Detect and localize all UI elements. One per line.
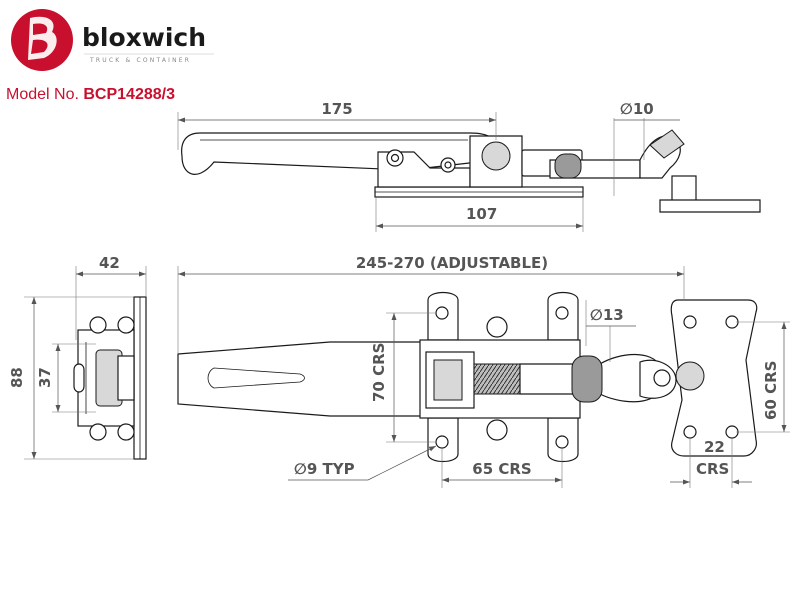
bloxwich-logo: bloxwich TRUCK & CONTAINER xyxy=(11,9,214,71)
top-view xyxy=(177,291,758,463)
dim-keeper-hole-diameter: ∅13 xyxy=(590,306,624,324)
end-view-pin xyxy=(73,363,85,393)
keeper-hole-top-left xyxy=(683,315,697,329)
dim-keeper-spacing-horizontal-unit: CRS xyxy=(696,460,729,478)
knuckle xyxy=(481,141,511,171)
end-view-bolt-bottom-right xyxy=(117,423,135,441)
dim-mount-spacing-horizontal: 65 CRS xyxy=(472,460,531,478)
top-clamp-insert xyxy=(433,359,463,401)
hook-tip xyxy=(649,129,685,159)
dim-keeper-spacing-vertical: 60 CRS xyxy=(762,361,780,420)
mount-hole-bottom-right xyxy=(555,435,569,449)
keeper-hook-boss xyxy=(675,361,705,391)
keeper-plate-side xyxy=(659,199,761,213)
hook-pin xyxy=(653,369,671,387)
shackle-loop xyxy=(554,153,582,179)
brand-tagline: TRUCK & CONTAINER xyxy=(89,57,191,64)
side-view xyxy=(181,129,761,213)
keeper-hole-bottom-left xyxy=(683,425,697,439)
shackle-eye xyxy=(571,355,603,403)
keeper-post xyxy=(671,175,697,203)
dim-side-inner-height: 37 xyxy=(36,367,54,388)
end-view-link xyxy=(117,355,135,401)
logo-b-counter xyxy=(31,23,48,54)
threaded-rod xyxy=(473,363,521,395)
end-view-bolt-bottom-left xyxy=(89,423,107,441)
dim-side-width: 42 xyxy=(99,254,120,272)
dim-side-height: 88 xyxy=(8,367,26,388)
dim-handle-length: 175 xyxy=(321,100,352,118)
top-bolt-bottom xyxy=(486,419,508,441)
model-number-row: Model No. BCP14288/3 xyxy=(6,85,175,105)
mount-hole-top-right xyxy=(555,306,569,320)
pivot-bolt-inner xyxy=(390,153,400,163)
end-view xyxy=(73,296,147,460)
top-bolt-top xyxy=(486,316,508,338)
side-view-dimensions: 175 ∅10 107 xyxy=(177,100,680,232)
dim-overall-length: 245-270 (ADJUSTABLE) xyxy=(356,254,548,272)
mount-hole-top-left xyxy=(435,306,449,320)
dim-pin-diameter: ∅10 xyxy=(620,100,654,118)
dim-base-length: 107 xyxy=(466,205,497,223)
hole-callout-leader xyxy=(367,445,437,481)
dim-keeper-spacing-horizontal-value: 22 xyxy=(704,438,725,456)
mount-hole-bottom-left xyxy=(435,435,449,449)
model-number: BCP14288/3 xyxy=(83,86,175,103)
model-label: Model No. xyxy=(6,86,79,103)
end-view-bolt-top-right xyxy=(117,316,135,334)
top-view-dimensions: 245-270 (ADJUSTABLE) 70 CRS 65 CRS ∅13 6… xyxy=(177,254,790,488)
adjust-bolt-inner xyxy=(444,161,452,169)
end-view-bolt-top-left xyxy=(89,316,107,334)
dim-mount-spacing-vertical: 70 CRS xyxy=(370,343,388,402)
dim-hole-diameter-typ: ∅9 TYP xyxy=(294,460,355,478)
top-handle-slot xyxy=(207,367,305,389)
end-view-dimensions: 42 88 37 xyxy=(8,254,147,460)
brand-name: bloxwich xyxy=(82,23,206,52)
keeper-plate xyxy=(670,299,758,457)
